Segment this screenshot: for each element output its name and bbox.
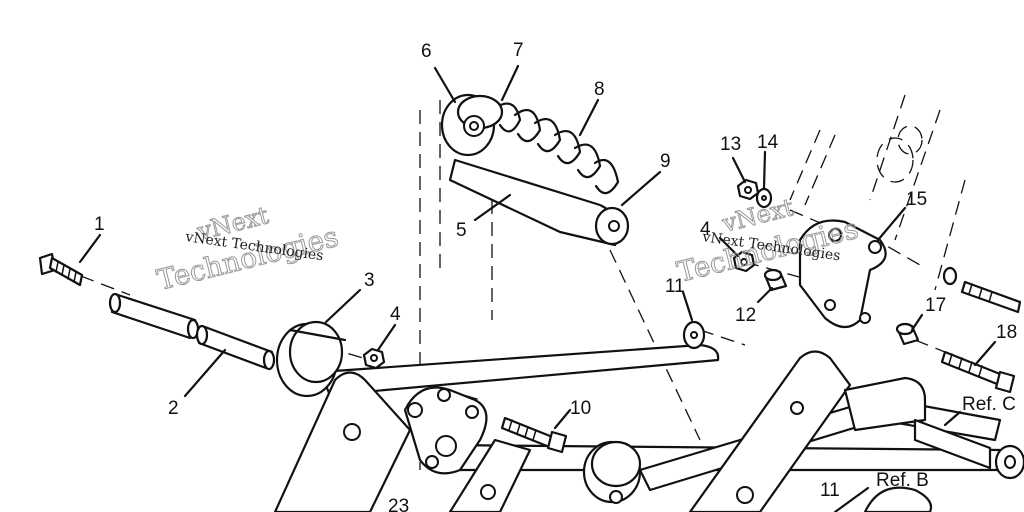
callout-4a: 4: [390, 304, 401, 325]
callout-23: 23: [388, 496, 409, 512]
callout-2: 2: [168, 398, 179, 419]
ref-c-label: Ref. C: [962, 394, 1016, 415]
callout-8: 8: [594, 79, 605, 100]
part-11-washer: [682, 320, 706, 350]
lower-ring: [582, 440, 642, 504]
shock-absorber: [440, 93, 630, 247]
callout-4b: 4: [700, 219, 711, 240]
callout-15: 15: [906, 189, 927, 210]
callout-18: 18: [996, 322, 1017, 343]
callout-7: 7: [513, 40, 524, 61]
callout-14: 14: [757, 132, 779, 153]
part-3-ring: [275, 320, 347, 398]
swing-arm-assembly: [273, 343, 1024, 512]
part-2-sleeve: [108, 292, 276, 371]
callout-11b: 11: [820, 480, 840, 501]
callout-13: 13: [720, 134, 741, 155]
callout-12: 12: [735, 305, 756, 326]
part-12-bushing: [763, 268, 788, 292]
part-18-bolt: [940, 350, 1016, 394]
part-10-bolt: [500, 416, 568, 454]
callout-1: 1: [94, 214, 105, 235]
callout-17: 17: [925, 295, 946, 316]
ref-b-label: Ref. B: [876, 470, 929, 491]
callout-10: 10: [570, 398, 591, 419]
upper-right-bolt: [942, 266, 1022, 314]
callout-5: 5: [456, 220, 467, 241]
part-13-nut: [736, 178, 760, 201]
leader-lines: [78, 64, 997, 512]
part-15-bracket: [798, 219, 887, 329]
part-1-bolt: [38, 252, 84, 287]
phantom-shock: [876, 125, 923, 183]
watermark-left: vNext Technologies vNext Technologies: [153, 201, 342, 298]
mount-bracket: [403, 386, 488, 475]
callout-6: 6: [421, 41, 432, 62]
wheel-hint: [863, 486, 933, 512]
callout-3: 3: [364, 270, 375, 291]
callout-labels: 1 2 3 4 4 5 6 7 8 9 10 11 11 12 13 14 15…: [94, 40, 1017, 512]
callout-9: 9: [660, 151, 671, 172]
part-4-nut: [362, 250, 756, 370]
callout-11a: 11: [665, 276, 685, 297]
